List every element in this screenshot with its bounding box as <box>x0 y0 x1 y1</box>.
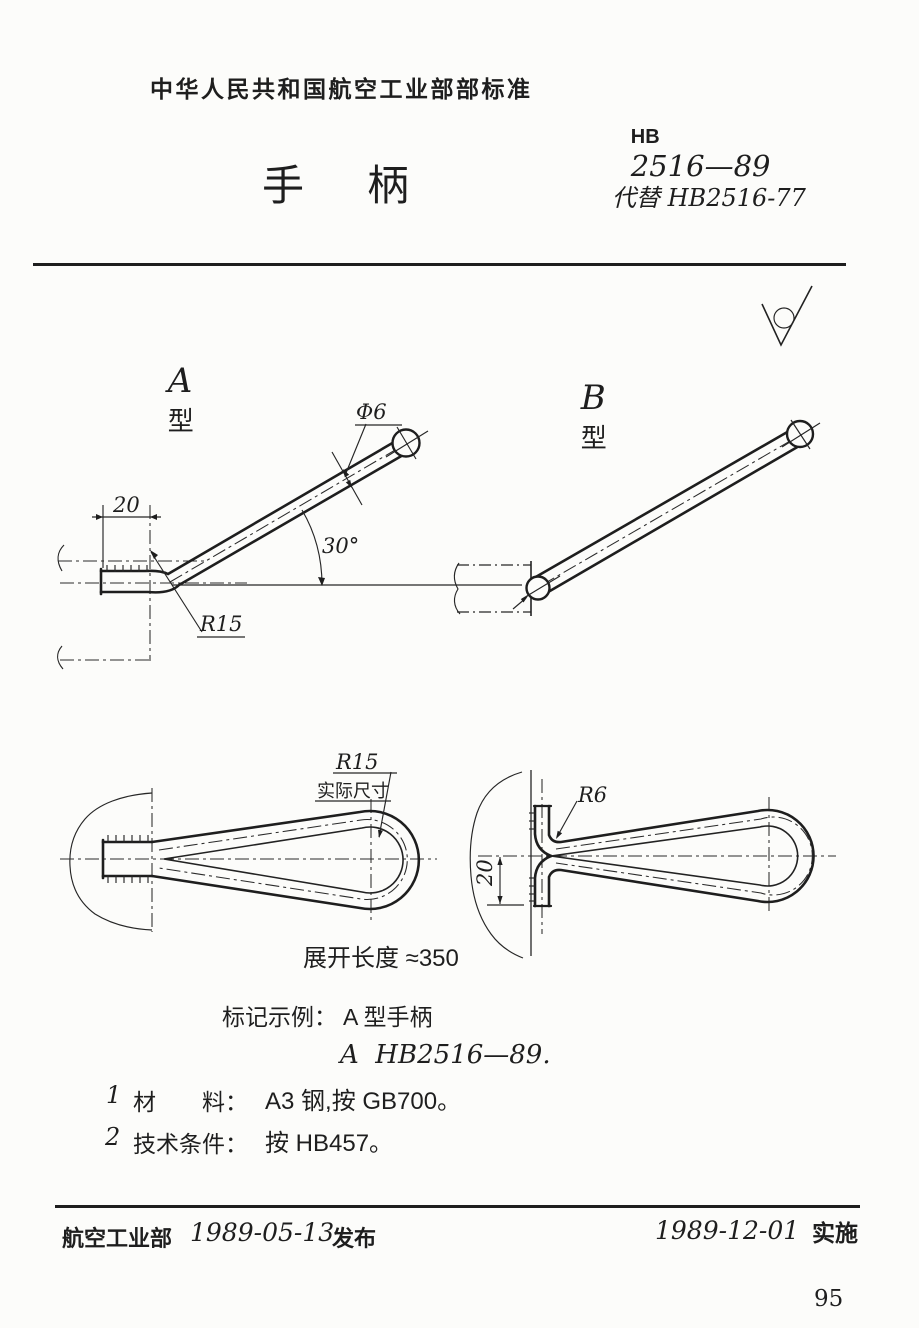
document-title: 手柄 <box>262 162 473 209</box>
note-2-number: 2 <box>105 1123 121 1151</box>
standard-number: HB 2516—89 <box>613 108 771 201</box>
dim-r15-actual-label: R15 <box>335 750 379 774</box>
marking-example-label: 标记示例： <box>222 1004 337 1030</box>
dim-20: 20 <box>92 493 161 568</box>
standard-number-value: 2516—89 <box>630 149 771 183</box>
handle-rod-outline <box>512 419 821 610</box>
loop-outline <box>150 809 421 911</box>
ball-end-bottom <box>525 575 551 601</box>
rod-centerline <box>169 445 403 583</box>
type-b-side-view <box>453 419 821 616</box>
dim-20-label: 20 <box>112 493 140 517</box>
phantom-part-outline <box>469 771 524 959</box>
dim-20-flange: 20 <box>473 857 524 906</box>
dim-phi6-label: Φ6 <box>356 400 387 424</box>
dim-r6: R6 <box>556 783 607 839</box>
dim-20-flange-label: 20 <box>473 859 497 887</box>
standard-org-name: 中华人民共和国航空工业部部标准 <box>150 76 533 102</box>
footer-issue-action: 发布 <box>332 1226 377 1251</box>
thread-ticks <box>529 812 536 902</box>
type-a-label: A 型 <box>167 361 194 436</box>
flange-and-loop-outline <box>529 804 815 908</box>
dim-phi6: Φ6 <box>331 400 402 506</box>
standard-number-prefix: HB <box>630 126 660 148</box>
footer-implement-date: 1989-12-01 <box>655 1216 800 1245</box>
actual-size-label: 实际尺寸 <box>317 781 389 801</box>
footer-implement-action: 实施 <box>812 1220 858 1246</box>
dim-30deg: 30° <box>172 509 522 586</box>
note-2-label: 技术条件： <box>133 1131 248 1157</box>
marking-example-code: A HB2516—89. <box>340 1040 551 1070</box>
dim-r15-label: R15 <box>199 612 243 636</box>
threaded-stem <box>101 835 154 883</box>
note-2-value: 按 HB457。 <box>265 1130 394 1157</box>
thread-ticks <box>106 565 148 572</box>
footer-issuer: 航空工业部 <box>62 1226 173 1251</box>
dim-r15-actual: R15 实际尺寸 <box>315 750 397 838</box>
type-b-label: B 型 <box>580 378 607 453</box>
footer-rule <box>55 1205 860 1208</box>
phantom-part-outline <box>69 792 153 931</box>
footer-issue-date: 1989-05-13 <box>190 1218 335 1247</box>
replaces-note: 代替 HB2516-77 <box>612 184 806 212</box>
dim-30deg-label: 30° <box>322 534 359 558</box>
page-number: 95 <box>814 1286 844 1312</box>
type-b-top-view: R6 20 <box>469 770 836 959</box>
note-1-value: A3 钢,按 GB700。 <box>265 1088 462 1115</box>
note-1-number: 1 <box>106 1081 122 1109</box>
surface-finish-symbol <box>761 285 813 347</box>
type-a-top-view: R15 实际尺寸 <box>60 750 437 932</box>
mount-block <box>453 561 532 616</box>
header-rule <box>33 263 846 266</box>
developed-length-note: 展开长度 ≈350 <box>303 945 459 972</box>
phantom-support-lines <box>57 505 206 670</box>
dim-r6-label: R6 <box>577 783 607 807</box>
note-1-label: 材 料： <box>133 1089 248 1115</box>
dim-r15: R15 <box>150 550 245 638</box>
type-a-side-view: 20 30° Φ6 R15 <box>57 400 522 670</box>
marking-example-value: A 型手柄 <box>343 1004 433 1030</box>
